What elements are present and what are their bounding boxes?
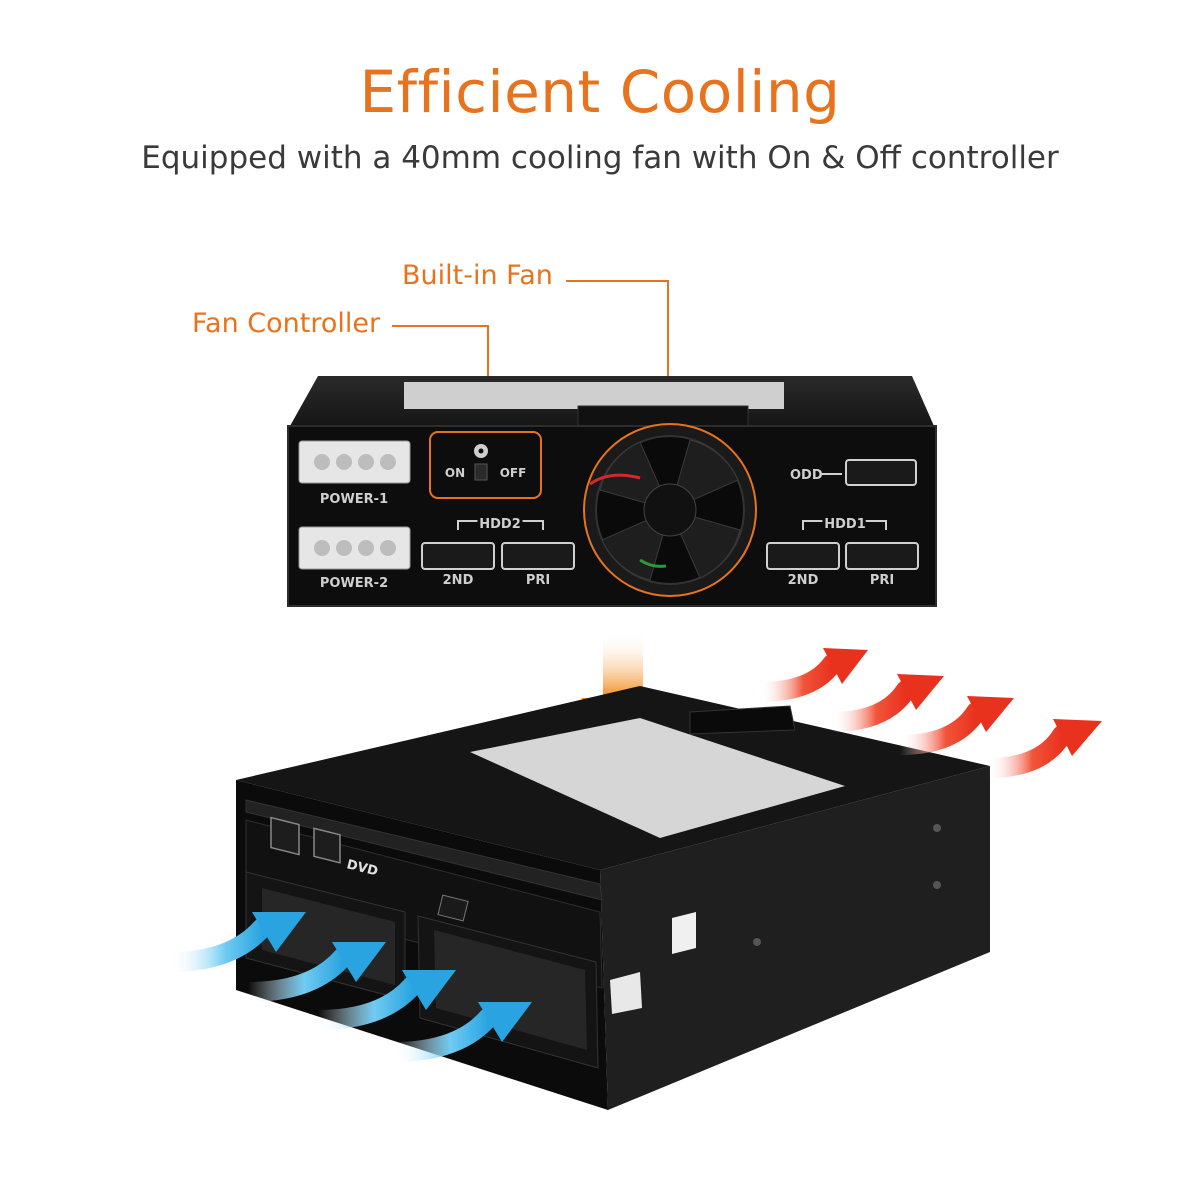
hot-air-arrow-icon-1 bbox=[750, 654, 842, 702]
hdd1-pri-label: PRI bbox=[870, 573, 894, 588]
fan-off-label: OFF bbox=[500, 466, 527, 480]
hdd2-label: HDD2 bbox=[479, 517, 521, 532]
power-1-label: POWER-1 bbox=[320, 492, 388, 507]
drive-enclosure: DVD bbox=[236, 686, 990, 1110]
power-connector-2: POWER-2 bbox=[298, 526, 411, 591]
cool-air-arrows bbox=[160, 918, 498, 1062]
hot-air-arrow-icon-2 bbox=[822, 680, 916, 732]
page-title: Efficient Cooling bbox=[359, 58, 841, 126]
built-in-fan bbox=[583, 423, 757, 597]
hdd2-2nd-port bbox=[421, 542, 495, 570]
page-subtitle: Equipped with a 40mm cooling fan with On… bbox=[141, 140, 1059, 176]
hot-air-arrowheads bbox=[823, 648, 1102, 756]
dvd-eject-button bbox=[437, 894, 469, 922]
fan-icon bbox=[474, 444, 488, 458]
fan-on-label: ON bbox=[445, 466, 465, 480]
hdd1-pri-port bbox=[845, 542, 919, 570]
hdd1-2nd-port bbox=[766, 542, 840, 570]
callout-fan-controller: Fan Controller bbox=[192, 308, 381, 339]
hdd1-label: HDD1 bbox=[824, 517, 866, 532]
cool-air-arrow-icon-4 bbox=[384, 1008, 498, 1062]
cool-air-arrow-icon-3 bbox=[308, 976, 422, 1030]
power-connector-1: POWER-1 bbox=[298, 440, 411, 507]
hot-air-arrow-icon-3 bbox=[890, 702, 986, 755]
odd-sata-port bbox=[845, 459, 917, 486]
hot-air-arrows bbox=[750, 654, 1072, 778]
fan-controller-highlight bbox=[429, 431, 542, 499]
dvd-logo-label: DVD bbox=[345, 857, 380, 879]
cool-air-arrowheads bbox=[252, 912, 532, 1042]
cool-air-arrow-icon-1 bbox=[160, 918, 272, 972]
hdd2-2nd-label: 2ND bbox=[443, 573, 474, 588]
power-2-label: POWER-2 bbox=[320, 576, 388, 591]
cool-air-arrow-icon-2 bbox=[238, 948, 352, 1002]
odd-label: ODD bbox=[790, 468, 823, 483]
hot-air-arrow-icon-4 bbox=[978, 725, 1072, 778]
hdd2-pri-port bbox=[501, 542, 575, 570]
rear-panel: POWER-1 POWER-2 ON OFF bbox=[287, 376, 937, 607]
fan-toggle-switch bbox=[474, 463, 488, 481]
hdd2-pri-label: PRI bbox=[526, 573, 550, 588]
hdd1-2nd-label: 2ND bbox=[788, 573, 819, 588]
callout-built-in-fan: Built-in Fan bbox=[402, 260, 553, 291]
